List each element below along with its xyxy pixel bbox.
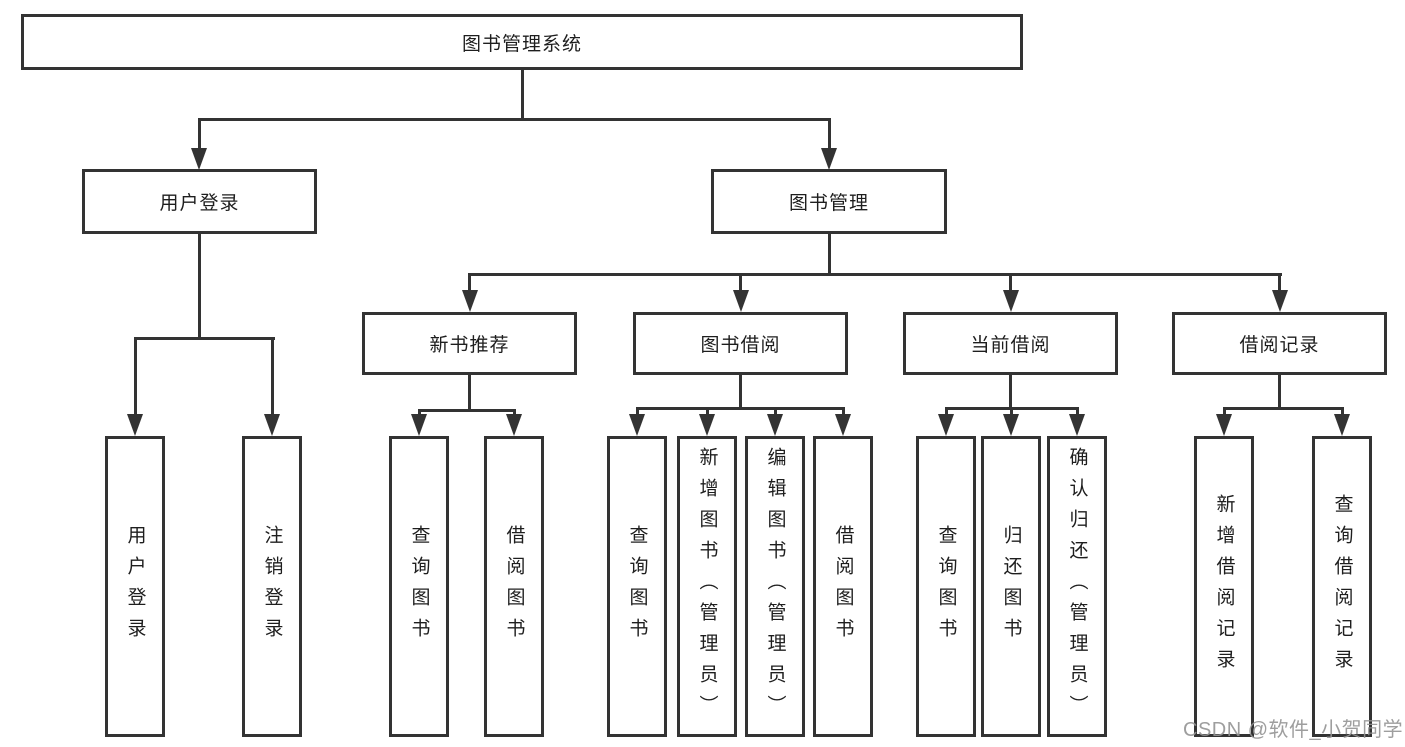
- leaf-cb-confirm-return: 确认归还（管理员）: [1047, 436, 1107, 737]
- node-user-login: 用户登录: [82, 169, 317, 234]
- arrowhead-down-icon: [127, 414, 143, 436]
- connector-line: [944, 407, 948, 417]
- connector-line: [1009, 375, 1012, 409]
- connector-line: [827, 234, 831, 276]
- csdn-watermark: CSDN @软件_小贺同学: [1183, 719, 1404, 741]
- leaf-logout-label: 注销登录: [261, 524, 283, 649]
- arrowhead-down-icon: [1002, 290, 1019, 312]
- node-current-borrow-label: 当前借阅: [970, 335, 1051, 356]
- arrowhead-down-icon: [699, 414, 715, 436]
- node-book-mgmt: 图书管理: [711, 169, 947, 234]
- leaf-bb-add-books: 新增图书（管理员）: [677, 436, 737, 737]
- connector-line: [270, 337, 274, 416]
- connector-line: [739, 375, 742, 409]
- connector-line: [520, 70, 524, 118]
- arrowhead-down-icon: [264, 414, 280, 436]
- node-new-book-rec: 新书推荐: [362, 312, 577, 375]
- connector-line: [417, 409, 516, 412]
- arrowhead-down-icon: [1003, 414, 1019, 436]
- arrowhead-down-icon: [1216, 414, 1232, 436]
- connector-line: [197, 118, 831, 121]
- leaf-cb-return-books-label: 归还图书: [1000, 524, 1022, 649]
- node-root-label: 图书管理系统: [461, 33, 582, 55]
- leaf-br-add-record: 新增借阅记录: [1194, 436, 1254, 737]
- leaf-nb-query-books-label: 查询图书: [408, 524, 430, 649]
- leaf-cb-confirm-return-label: 确认归还（管理员）: [1066, 447, 1088, 726]
- connector-line: [705, 407, 709, 417]
- leaf-bb-edit-books-label: 编辑图书（管理员）: [764, 447, 786, 726]
- connector-line: [133, 337, 275, 340]
- leaf-bb-borrow-books: 借阅图书: [813, 436, 873, 737]
- arrowhead-down-icon: [821, 148, 837, 170]
- connector-line: [197, 118, 201, 150]
- connector-line: [1009, 273, 1012, 292]
- connector-line: [1278, 273, 1281, 292]
- leaf-logout: 注销登录: [242, 436, 302, 737]
- connector-line: [133, 337, 137, 416]
- node-borrow-record-label: 借阅记录: [1239, 335, 1320, 356]
- connector-line: [1222, 407, 1344, 410]
- connector-line: [773, 407, 777, 417]
- node-borrow-record: 借阅记录: [1172, 312, 1387, 375]
- leaf-user-login-label: 用户登录: [124, 524, 146, 649]
- node-current-borrow: 当前借阅: [903, 312, 1118, 375]
- node-root: 图书管理系统: [21, 14, 1023, 70]
- connector-line: [841, 407, 845, 417]
- connector-line: [1222, 407, 1226, 417]
- node-user-login-label: 用户登录: [159, 193, 240, 214]
- connector-line: [1340, 407, 1344, 417]
- leaf-br-query-record-label: 查询借阅记录: [1331, 493, 1353, 680]
- arrowhead-down-icon: [461, 290, 478, 312]
- leaf-cb-query-books-label: 查询图书: [935, 524, 957, 649]
- arrowhead-down-icon: [629, 414, 645, 436]
- connector-line: [417, 409, 421, 417]
- connector-line: [468, 375, 471, 411]
- connector-line: [1075, 407, 1079, 417]
- leaf-cb-return-books: 归还图书: [981, 436, 1041, 737]
- leaf-nb-borrow-books-label: 借阅图书: [503, 524, 525, 649]
- arrowhead-down-icon: [1069, 414, 1085, 436]
- arrowhead-down-icon: [506, 414, 522, 436]
- node-new-book-rec-label: 新书推荐: [429, 335, 510, 356]
- leaf-bb-edit-books: 编辑图书（管理员）: [745, 436, 805, 737]
- arrowhead-down-icon: [767, 414, 783, 436]
- connector-line: [635, 407, 845, 410]
- arrowhead-down-icon: [191, 148, 207, 170]
- connector-line: [1278, 375, 1281, 409]
- arrowhead-down-icon: [1334, 414, 1350, 436]
- connector-line: [197, 234, 201, 340]
- arrowhead-down-icon: [835, 414, 851, 436]
- node-book-borrow: 图书借阅: [633, 312, 848, 375]
- leaf-br-query-record: 查询借阅记录: [1312, 436, 1372, 737]
- leaf-bb-borrow-books-label: 借阅图书: [832, 524, 854, 649]
- connector-line: [635, 407, 639, 417]
- arrowhead-down-icon: [732, 290, 749, 312]
- connector-line: [1009, 407, 1013, 417]
- arrowhead-down-icon: [1271, 290, 1288, 312]
- connector-line: [827, 118, 831, 150]
- leaf-user-login: 用户登录: [105, 436, 165, 737]
- arrowhead-down-icon: [938, 414, 954, 436]
- arrowhead-down-icon: [411, 414, 427, 436]
- leaf-bb-query-books: 查询图书: [607, 436, 667, 737]
- leaf-bb-query-books-label: 查询图书: [626, 524, 648, 649]
- connector-line: [512, 409, 516, 417]
- node-book-mgmt-label: 图书管理: [788, 193, 869, 214]
- leaf-nb-query-books: 查询图书: [389, 436, 449, 737]
- leaf-nb-borrow-books: 借阅图书: [484, 436, 544, 737]
- connector-line: [739, 273, 742, 292]
- node-book-borrow-label: 图书借阅: [700, 335, 781, 356]
- leaf-bb-add-books-label: 新增图书（管理员）: [696, 447, 718, 726]
- connector-line: [468, 273, 1282, 276]
- connector-line: [468, 273, 471, 292]
- leaf-cb-query-books: 查询图书: [916, 436, 976, 737]
- leaf-br-add-record-label: 新增借阅记录: [1213, 493, 1235, 680]
